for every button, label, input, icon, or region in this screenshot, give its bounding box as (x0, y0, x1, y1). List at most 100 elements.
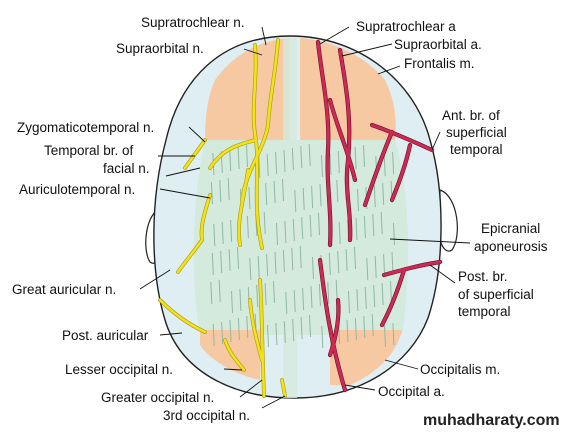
aponeurosis-fiber (211, 252, 214, 276)
label-epicranial-1: Epicranial (481, 221, 540, 236)
aponeurosis-fiber (292, 218, 295, 242)
aponeurosis-fiber (257, 255, 260, 279)
aponeurosis-fiber (300, 145, 303, 169)
nerves (158, 38, 287, 398)
aponeurosis-fiber (210, 181, 213, 205)
aponeurosis-fiber (390, 280, 392, 304)
label-post-br-1: Post. br. (458, 269, 508, 284)
label-ant-br-3: temporal (450, 142, 503, 157)
labels-right: Supratrochlear a Supraorbital a. Frontal… (356, 19, 548, 399)
label-occipital-a: Occipital a. (378, 384, 445, 399)
aponeurosis-fiber (321, 325, 324, 349)
label-supratrochlear-n: Supratrochlear n. (141, 15, 245, 30)
aponeurosis-fiber (381, 282, 384, 306)
aponeurosis-fiber (218, 279, 221, 303)
label-zygomaticotemporal-n: Zygomaticotemporal n. (17, 120, 154, 135)
aponeurosis-fiber (345, 248, 348, 272)
label-supraorbital-a: Supraorbital a. (394, 37, 482, 52)
aponeurosis-fiber (383, 153, 386, 177)
aponeurosis-fiber (275, 322, 278, 346)
aponeurosis-fiber (301, 216, 304, 240)
label-temporal-br-facial-2: facial n. (103, 161, 150, 176)
aponeurosis-fiber (356, 288, 359, 312)
aponeurosis-fiber (248, 186, 251, 210)
aponeurosis-fiber (273, 180, 276, 204)
aponeurosis-fiber (237, 246, 239, 270)
aponeurosis-fiber (266, 153, 269, 177)
aponeurosis-fiber (275, 151, 278, 175)
label-epicranial-2: aponeurosis (474, 239, 548, 254)
aponeurosis-fiber (246, 215, 249, 239)
aponeurosis-fiber (285, 291, 288, 315)
label-auriculotemporal-n: Auriculotemporal n. (19, 182, 135, 197)
aponeurosis-fiber (274, 251, 277, 275)
aponeurosis-fiber (246, 315, 249, 339)
leader-lines (139, 26, 471, 409)
aponeurosis-fiber (291, 147, 294, 171)
aponeurosis-fiber (383, 253, 386, 277)
aponeurosis-fiber (228, 248, 231, 272)
aponeurosis-fiber (231, 290, 233, 314)
aponeurosis-fiber (372, 213, 375, 237)
aponeurosis-fiber (237, 317, 240, 341)
aponeurosis-fiber (354, 246, 356, 270)
aponeurosis-fiber (293, 289, 296, 313)
aponeurosis-fiber (210, 281, 213, 305)
aponeurosis-fiber (276, 222, 278, 246)
aponeurosis-fiber (273, 280, 275, 304)
aponeurosis-fiber (292, 318, 295, 342)
aponeurosis-fiber (327, 281, 330, 305)
aponeurosis-fiber (363, 144, 365, 168)
aponeurosis-fiber (318, 283, 321, 307)
aponeurosis-fiber (329, 152, 332, 176)
nerve-fills (158, 38, 287, 398)
aponeurosis-fiber (364, 286, 367, 310)
aponeurosis-fiber (392, 151, 395, 175)
aponeurosis-fiber (266, 253, 269, 277)
aponeurosis-fiber (346, 319, 349, 343)
aponeurosis-fiber (246, 144, 248, 168)
aponeurosis-fiber (283, 149, 286, 173)
scalp-base (145, 35, 458, 399)
aponeurosis-fiber (355, 217, 358, 241)
aponeurosis-fiber (337, 150, 340, 174)
aponeurosis-fiber (263, 211, 266, 235)
aponeurosis-fiber (302, 187, 305, 211)
watermark: muhadharaty.com (423, 412, 560, 429)
aponeurosis-fiber (227, 177, 230, 201)
aponeurosis-fiber (302, 287, 305, 311)
aponeurosis-fiber (264, 282, 267, 306)
aponeurosis-fiber (221, 221, 224, 245)
aponeurosis-fiber (337, 250, 340, 274)
epicranial-aponeurosis-area (193, 140, 409, 335)
aponeurosis-fiber (380, 211, 383, 235)
arteries (315, 39, 443, 393)
label-ant-br-2: superficial (446, 125, 507, 140)
aponeurosis-fiber (229, 319, 232, 343)
aponeurosis-fiber (284, 220, 287, 244)
label-post-br-2: of superficial (458, 287, 534, 302)
label-lesser-occipital-n: Lesser occipital n. (65, 362, 173, 377)
aponeurosis-fiber (300, 316, 303, 340)
aponeurosis-fiber (311, 185, 314, 209)
aponeurosis-fiber (336, 179, 339, 203)
aponeurosis-fiber (321, 154, 323, 178)
aponeurosis-fiber (309, 314, 311, 338)
aponeurosis-fiber (265, 182, 268, 206)
aponeurosis-fiber (220, 250, 223, 274)
aponeurosis-fiber (219, 179, 222, 203)
aponeurosis-fiber (374, 255, 377, 279)
aponeurosis-fiber (212, 323, 215, 347)
label-supraorbital-n: Supraorbital n. (116, 41, 204, 56)
aponeurosis-fiber (363, 215, 366, 239)
label-post-auricular: Post. auricular (62, 328, 149, 343)
aponeurosis-fiber (299, 245, 302, 269)
aponeurosis-fiber (392, 322, 395, 346)
aponeurosis-fiber (267, 324, 269, 348)
label-occipitalis-m: Occipitalis m. (420, 362, 500, 377)
aponeurosis-fiber (213, 223, 216, 247)
aponeurosis-fiber (294, 189, 297, 213)
label-3rd-occipital-n: 3rd occipital n. (163, 408, 250, 423)
aponeurosis-fiber (328, 252, 331, 276)
aponeurosis-fiber (291, 247, 294, 271)
